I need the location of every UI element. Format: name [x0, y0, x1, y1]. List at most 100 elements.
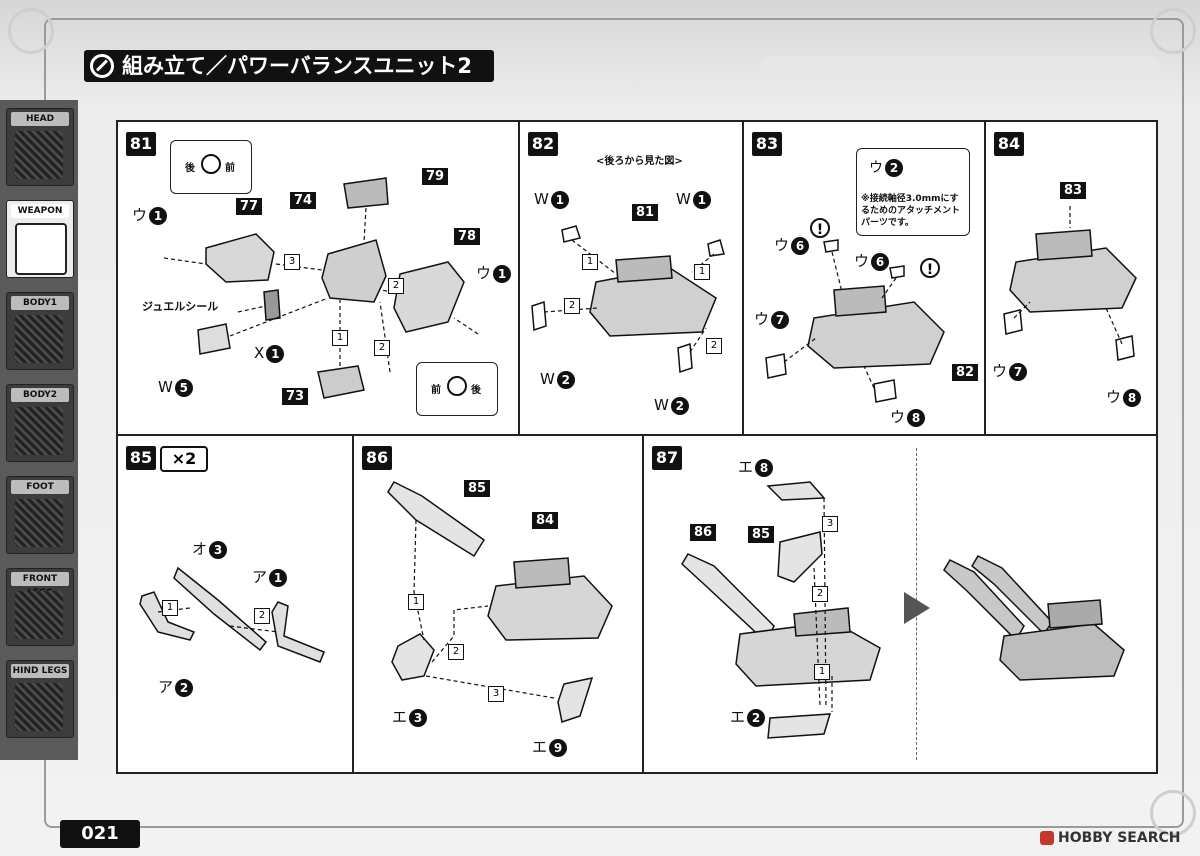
sidebar-item-label: FOOT: [11, 480, 69, 494]
body-icon: [15, 407, 63, 455]
jewel-seal-label: ジュエルシール: [142, 300, 219, 313]
part-number: 2: [885, 159, 903, 177]
ref-part-83: 83: [1060, 182, 1087, 199]
back-label: 後: [185, 163, 195, 174]
instruction-grid: 8 1 後 前 前 後: [116, 120, 1158, 774]
step-81-panel: 81 後 前 前 後: [118, 122, 520, 436]
ref-part-85: 85: [748, 526, 775, 543]
part-letter: ウ: [1106, 388, 1122, 406]
part-number: 6: [791, 236, 810, 255]
sidebar-item-front-legs[interactable]: FRONT LEGS: [6, 568, 74, 646]
part-letter: エ: [738, 458, 754, 476]
step-order-1: 1: [582, 254, 598, 270]
ref-part-85: 85: [464, 480, 491, 497]
step-order-2: 2: [388, 278, 404, 294]
logo-icon: [1040, 831, 1054, 845]
part-letter: ウ: [476, 264, 492, 282]
front-label: 前: [225, 163, 235, 174]
step-number: 83: [752, 132, 782, 156]
part-number: 2: [670, 396, 689, 415]
watermark: HOBBY SEARCH: [1040, 830, 1180, 846]
leg-icon: [15, 591, 63, 639]
part-letter: ア: [158, 678, 174, 696]
sidebar-item-hind-legs[interactable]: HIND LEGS: [6, 660, 74, 738]
sidebar-item-head[interactable]: HEAD: [6, 108, 74, 186]
part-number: 9: [549, 738, 568, 757]
part-letter: W: [534, 190, 549, 208]
part-number: 8: [1123, 388, 1142, 407]
decor-gear: [1150, 8, 1196, 54]
part-letter: ウ: [869, 160, 883, 176]
pin-icon: [201, 154, 221, 174]
sidebar-item-label: HEAD: [11, 112, 69, 126]
step-order-1: 1: [408, 594, 424, 610]
assembly-drawing: [765, 239, 945, 403]
section-sidebar: HEAD WEAPON BODY1 BODY2 FOOT FRONT LEGS …: [0, 100, 78, 760]
step-number: 85: [126, 446, 156, 470]
step-order-2: 2: [254, 608, 270, 624]
ref-part-79: 79: [422, 168, 449, 185]
part-letter: ウ: [754, 310, 770, 328]
ref-part-78: 78: [454, 228, 481, 245]
front-label: 前: [431, 385, 441, 396]
sidebar-item-weapon[interactable]: WEAPON: [6, 200, 74, 278]
part-number: 1: [550, 190, 569, 209]
part-letter: W: [676, 190, 691, 208]
part-number: 3: [209, 540, 228, 559]
sidebar-item-body2[interactable]: BODY2: [6, 384, 74, 462]
decor-gear: [1150, 790, 1196, 836]
part-number: 1: [149, 206, 168, 225]
arrow-right-icon: [904, 592, 930, 624]
pin-icon: [447, 376, 467, 396]
sidebar-item-body1[interactable]: BODY1: [6, 292, 74, 370]
part-letter: X: [254, 344, 265, 362]
step-number: 86: [362, 446, 392, 470]
step-order-3: 3: [488, 686, 504, 702]
step-order-2: 2: [448, 644, 464, 660]
step-order-3: 3: [284, 254, 300, 270]
warning-icon: !: [810, 218, 830, 238]
attachment-note: ※接続軸径3.0mmにするためのアタッチメントパーツです。: [861, 194, 961, 228]
part-letter: ウ: [992, 362, 1008, 380]
step-order-2: 2: [812, 586, 828, 602]
sidebar-item-label: WEAPON: [11, 204, 69, 218]
assembly-drawing: [531, 225, 725, 374]
ref-part-74: 74: [290, 192, 317, 209]
part-number: 7: [771, 310, 790, 329]
head-icon: [15, 131, 63, 179]
orientation-callout: 後 前: [170, 140, 252, 194]
part-number: 7: [1009, 362, 1028, 381]
foot-icon: [15, 499, 63, 547]
body-icon: [15, 315, 63, 363]
quantity-multiplier: ×2: [160, 446, 208, 472]
part-letter: ウ: [132, 206, 148, 224]
rear-view-caption: <後ろから見た図>: [596, 156, 683, 167]
assembly-drawing: [163, 177, 479, 399]
step-order-3: 3: [822, 516, 838, 532]
part-number: 1: [493, 264, 512, 283]
page-title: 組み立て／パワーバランスユニット2: [84, 50, 494, 82]
part-number: 1: [266, 344, 285, 363]
orientation-callout: 前 後: [416, 362, 498, 416]
sidebar-item-foot[interactable]: FOOT: [6, 476, 74, 554]
part-letter: ウ: [854, 252, 870, 270]
warning-icon: !: [920, 258, 940, 278]
part-number: 5: [174, 378, 193, 397]
sidebar-item-label: HIND LEGS: [11, 664, 69, 678]
